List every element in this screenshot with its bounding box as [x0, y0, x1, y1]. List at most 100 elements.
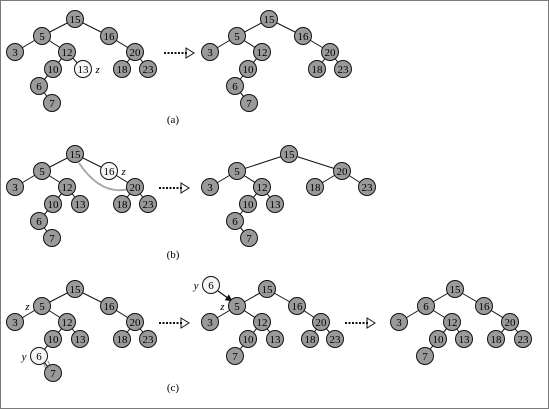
node-circle [239, 195, 257, 213]
tree-node: 13 [455, 330, 473, 348]
node-key: 5 [39, 301, 45, 313]
node-circle [201, 178, 219, 196]
highlighted-node: 6y [21, 347, 48, 365]
part-label-c: (c) [167, 382, 180, 394]
node-circle [501, 313, 519, 331]
transition-arrow [159, 317, 190, 329]
tree-node: 23 [139, 195, 157, 213]
node-circle [113, 195, 131, 213]
tree-node: 10 [429, 330, 447, 348]
node-circle [30, 347, 48, 365]
part-label-a: (a) [167, 114, 180, 126]
tree-node: 18 [306, 178, 324, 196]
node-key: 3 [207, 317, 213, 329]
node-circle [455, 330, 473, 348]
tree-node: 6 [417, 297, 435, 315]
node-key: 3 [12, 47, 18, 59]
node-circle [308, 60, 326, 78]
tree-node: 20 [312, 313, 330, 331]
node-key: 13 [459, 334, 471, 346]
node-key: 15 [70, 14, 82, 26]
node-circle [306, 178, 324, 196]
tree-node: 6 [30, 212, 48, 230]
node-key: 12 [257, 47, 268, 59]
node-circle [44, 330, 62, 348]
tree-edge [236, 153, 290, 172]
tree-node: 15 [66, 10, 84, 28]
node-key: 12 [257, 182, 268, 194]
node-key: 7 [49, 98, 55, 110]
node-key: 6 [232, 216, 238, 228]
node-circle [334, 60, 352, 78]
node-circle [139, 330, 157, 348]
node-circle [43, 229, 61, 247]
node-key: 10 [48, 334, 60, 346]
node-circle [33, 162, 51, 180]
node-circle [416, 347, 434, 365]
node-key: 10 [243, 334, 255, 346]
tree-node: 3 [6, 313, 24, 331]
node-circle [443, 313, 461, 331]
node-key: 3 [207, 182, 213, 194]
node-key: 6 [208, 280, 214, 292]
tree-node: 16 [288, 297, 306, 315]
highlighted-node: 6y [193, 276, 220, 294]
tree-node: 18 [308, 60, 326, 78]
tree-node: 12 [58, 313, 76, 331]
node-key: 16 [104, 166, 116, 178]
tree-node: 18 [113, 60, 131, 78]
node-circle [294, 27, 312, 45]
node-key: 18 [491, 334, 503, 346]
node-key: 23 [518, 334, 530, 346]
node-circle [202, 276, 220, 294]
tree-node: 10 [44, 330, 62, 348]
node-key: 15 [284, 149, 296, 161]
node-circle [333, 162, 351, 180]
node-circle [6, 43, 24, 61]
node-key: 12 [257, 317, 268, 329]
node-key: 12 [62, 317, 73, 329]
node-key: 5 [234, 301, 240, 313]
node-key: 10 [243, 64, 255, 76]
node-key: 23 [143, 199, 155, 211]
node-circle [390, 313, 408, 331]
node-key: 13 [270, 199, 282, 211]
node-circle [6, 313, 24, 331]
tree-node: 18 [301, 330, 319, 348]
node-circle [239, 60, 257, 78]
tree-node: 16 [475, 297, 493, 315]
node-tag: z [95, 64, 101, 76]
tree-node: 10 [44, 195, 62, 213]
node-circle [228, 27, 246, 45]
node-circle [226, 77, 244, 95]
node-key: 6 [36, 81, 42, 93]
node-circle [30, 77, 48, 95]
node-key: 15 [450, 284, 462, 296]
node-key: 10 [433, 334, 445, 346]
node-circle [6, 178, 24, 196]
tree-node: 10 [44, 60, 62, 78]
tree-node: 5z [24, 297, 51, 315]
tree-node: 18 [487, 330, 505, 348]
node-key: 15 [70, 284, 82, 296]
node-key: 18 [117, 334, 129, 346]
node-circle [487, 330, 505, 348]
tree-node: 18 [113, 195, 131, 213]
node-circle [240, 94, 258, 112]
node-key: 23 [143, 334, 155, 346]
transition-arrow [159, 182, 190, 194]
node-circle [240, 229, 258, 247]
node-key: 7 [246, 98, 252, 110]
node-key: 6 [36, 216, 42, 228]
node-key: 10 [48, 64, 60, 76]
tree-node: 15 [446, 280, 464, 298]
transition-arrow [164, 47, 195, 59]
node-circle [71, 195, 89, 213]
tree-node: 15 [258, 280, 276, 298]
node-circle [321, 43, 339, 61]
tree-node: 18 [113, 330, 131, 348]
node-key: 20 [130, 317, 142, 329]
